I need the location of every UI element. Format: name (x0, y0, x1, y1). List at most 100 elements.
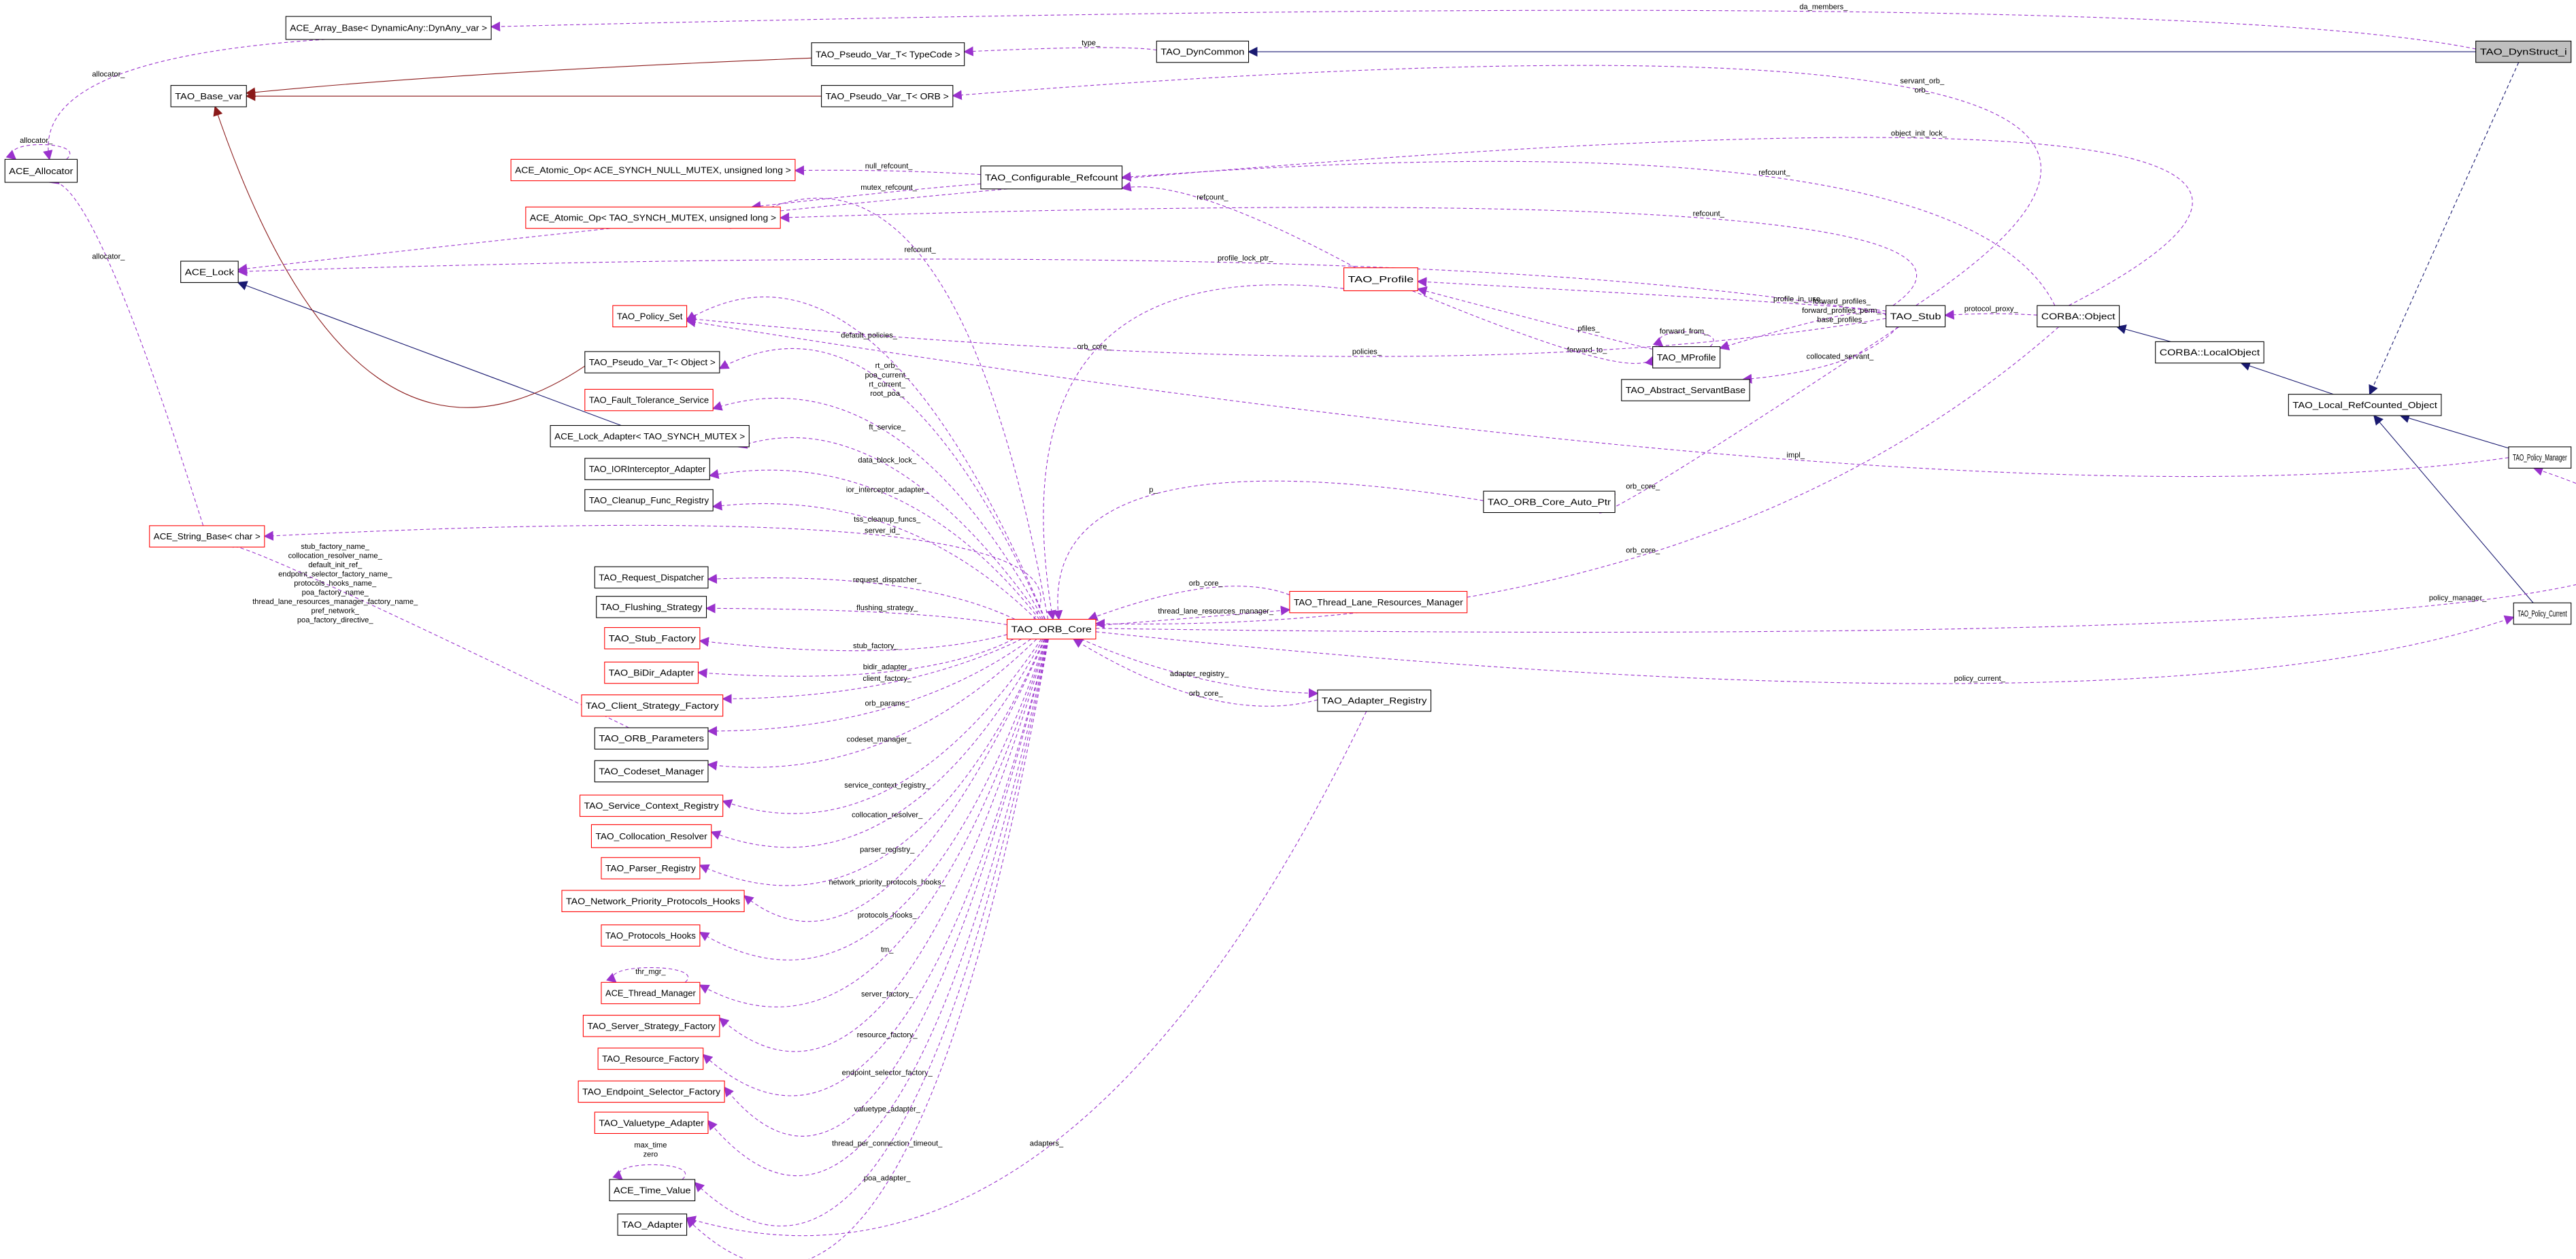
class-node[interactable]: TAO_Server_Strategy_Factory (582, 1015, 720, 1037)
class-node-box[interactable] (581, 694, 724, 717)
class-node[interactable]: TAO_Pseudo_Var_T< Object > (584, 351, 720, 373)
class-node-box[interactable] (590, 824, 712, 848)
class-node-box[interactable] (584, 458, 710, 480)
class-node-box[interactable] (149, 525, 265, 548)
class-node-box[interactable] (601, 924, 701, 947)
class-node-box[interactable] (2513, 602, 2572, 625)
class-node-box[interactable] (594, 760, 709, 783)
class-node-box[interactable] (580, 794, 724, 817)
class-node[interactable]: TAO_Pseudo_Var_T< TypeCode > (811, 42, 965, 67)
class-node-box[interactable] (594, 727, 709, 750)
class-node[interactable]: TAO_Abstract_ServantBase (1621, 379, 1750, 401)
class-node-box[interactable] (561, 890, 745, 912)
class-node[interactable]: CORBA::LocalObject (2155, 341, 2264, 364)
class-node[interactable]: TAO_Parser_Registry (601, 857, 701, 879)
class-node[interactable]: ACE_Atomic_Op< TAO_SYNCH_MUTEX, unsigned… (525, 206, 781, 229)
class-node[interactable]: ACE_Allocator (4, 158, 78, 183)
class-node[interactable]: TAO_Codeset_Manager (594, 760, 709, 783)
class-node[interactable]: TAO_Adapter_Registry (1317, 689, 1432, 712)
class-node[interactable]: TAO_Valuetype_Adapter (594, 1111, 709, 1135)
class-node[interactable]: TAO_Client_Strategy_Factory (581, 694, 724, 717)
class-node-box[interactable] (1886, 305, 1946, 328)
class-node-box[interactable] (1621, 379, 1750, 401)
class-node-box[interactable] (821, 85, 954, 107)
class-node[interactable]: TAO_Request_Dispatcher (594, 566, 709, 589)
class-node-box[interactable] (601, 857, 701, 879)
class-node[interactable]: TAO_Profile (1343, 267, 1418, 292)
class-node[interactable]: ACE_Array_Base< DynamicAny::DynAny_var > (285, 16, 492, 40)
class-node-box[interactable] (617, 1213, 688, 1236)
class-node-box[interactable] (584, 351, 720, 373)
class-node[interactable]: TAO_Cleanup_Func_Registry (584, 489, 714, 511)
class-node-box[interactable] (582, 1015, 720, 1037)
class-node-box[interactable] (596, 596, 707, 618)
class-node-box[interactable] (170, 85, 247, 107)
class-node[interactable]: TAO_Policy_Set (612, 305, 688, 328)
class-node[interactable]: TAO_Stub_Factory (604, 627, 701, 650)
class-node-box[interactable] (594, 1111, 709, 1135)
class-node-box[interactable] (980, 165, 1123, 190)
class-node[interactable]: ACE_String_Base< char > (149, 525, 265, 548)
class-node[interactable]: TAO_Local_RefCounted_Object (2288, 394, 2442, 416)
class-node[interactable]: TAO_Endpoint_Selector_Factory (578, 1080, 725, 1103)
class-node-box[interactable] (180, 261, 239, 283)
class-node-box[interactable] (1289, 590, 1468, 614)
class-node[interactable]: TAO_DynStruct_i (2475, 40, 2572, 63)
class-node-box[interactable] (594, 566, 709, 589)
class-node[interactable]: TAO_BiDir_Adapter (604, 661, 699, 684)
class-node-box[interactable] (597, 1047, 704, 1070)
class-node[interactable]: TAO_Base_var (170, 85, 247, 107)
class-node[interactable]: TAO_Policy_Manager (2508, 446, 2572, 469)
class-node-box[interactable] (2288, 394, 2442, 416)
class-node-box[interactable] (584, 489, 714, 511)
class-node[interactable]: TAO_Adapter (617, 1213, 688, 1236)
class-node[interactable]: TAO_MProfile (1652, 346, 1721, 369)
class-node[interactable]: ACE_Lock_Adapter< TAO_SYNCH_MUTEX > (550, 424, 750, 448)
class-node-box[interactable] (1156, 40, 1250, 63)
class-node[interactable]: TAO_Service_Context_Registry (580, 794, 724, 817)
class-node-box[interactable] (604, 627, 701, 650)
class-node-box[interactable] (525, 206, 781, 229)
class-node-box[interactable] (1652, 346, 1721, 369)
class-node[interactable]: TAO_Policy_Current (2513, 602, 2572, 625)
class-node[interactable]: TAO_Network_Priority_Protocols_Hooks (561, 890, 745, 912)
class-node-box[interactable] (2037, 305, 2120, 328)
class-node-box[interactable] (609, 1179, 696, 1202)
class-node-box[interactable] (1483, 490, 1616, 514)
class-node[interactable]: TAO_Flushing_Strategy (596, 596, 707, 618)
class-node[interactable]: ACE_Thread_Manager (601, 981, 701, 1005)
class-node-box[interactable] (604, 661, 699, 684)
class-node[interactable]: TAO_Stub (1886, 305, 1946, 328)
class-node[interactable]: TAO_Thread_Lane_Resources_Manager (1289, 590, 1468, 614)
class-node[interactable]: TAO_Fault_Tolerance_Service (584, 388, 714, 412)
class-node[interactable]: TAO_Protocols_Hooks (601, 924, 701, 947)
class-node[interactable]: TAO_IORInterceptor_Adapter (584, 458, 710, 480)
class-node-box[interactable] (1343, 267, 1418, 292)
class-node-box[interactable] (1006, 618, 1097, 640)
class-node-box[interactable] (285, 16, 492, 40)
class-node-box[interactable] (811, 42, 965, 67)
class-node-box[interactable] (584, 388, 714, 412)
class-node-box[interactable] (550, 424, 750, 448)
class-node-box[interactable] (2475, 40, 2572, 63)
class-node[interactable]: ACE_Lock (180, 261, 239, 283)
class-node-box[interactable] (2155, 341, 2264, 364)
class-node-box[interactable] (510, 158, 796, 182)
class-node[interactable]: ACE_Time_Value (609, 1179, 696, 1202)
class-node[interactable]: TAO_Configurable_Refcount (980, 165, 1123, 190)
class-node[interactable]: TAO_DynCommon (1156, 40, 1250, 63)
class-node-box[interactable] (612, 305, 688, 328)
class-node-box[interactable] (4, 158, 78, 183)
class-node[interactable]: TAO_ORB_Core_Auto_Ptr (1483, 490, 1616, 514)
class-node[interactable]: ACE_Atomic_Op< ACE_SYNCH_NULL_MUTEX, uns… (510, 158, 796, 182)
class-node[interactable]: CORBA::Object (2037, 305, 2120, 328)
class-node[interactable]: TAO_Pseudo_Var_T< ORB > (821, 85, 954, 107)
class-node-box[interactable] (2508, 446, 2572, 469)
class-node[interactable]: TAO_ORB_Parameters (594, 727, 709, 750)
class-node-box[interactable] (578, 1080, 725, 1103)
class-node[interactable]: TAO_Collocation_Resolver (590, 824, 712, 848)
class-node[interactable]: TAO_ORB_Core (1006, 618, 1097, 640)
class-node[interactable]: TAO_Resource_Factory (597, 1047, 704, 1070)
class-node-box[interactable] (1317, 689, 1432, 712)
class-node-box[interactable] (601, 981, 701, 1005)
